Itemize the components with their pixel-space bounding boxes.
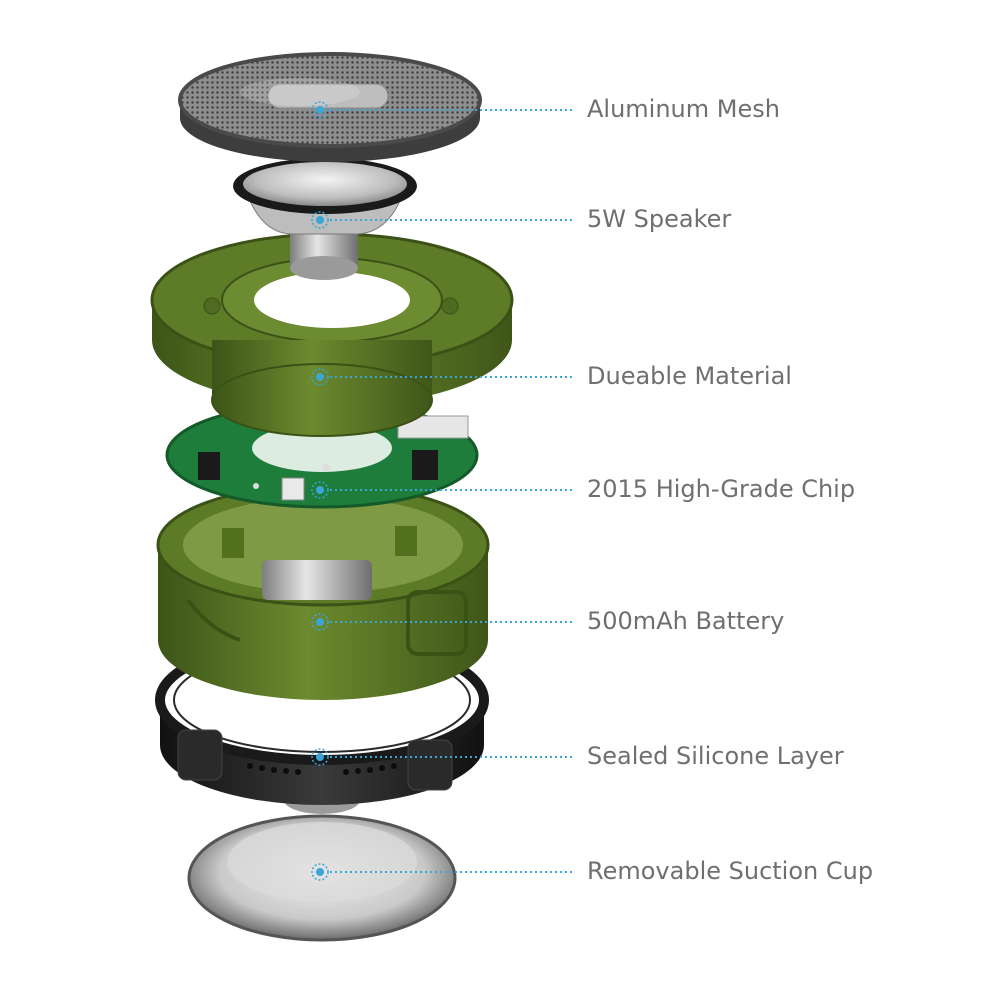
leader-dot <box>316 618 324 626</box>
leader-dot <box>316 868 324 876</box>
callout-label-chip: 2015 High-Grade Chip <box>587 475 856 503</box>
callout-label-suction-cup: Removable Suction Cup <box>587 857 874 885</box>
leader-suction-cup <box>311 863 575 881</box>
callout-label-durable-material: Dueable Material <box>587 362 792 390</box>
circle-dot-icon <box>311 613 329 631</box>
callout-label-silicone-layer: Sealed Silicone Layer <box>587 742 844 770</box>
circle-dot-icon <box>311 211 329 229</box>
leader-dot <box>316 486 324 494</box>
circle-dot-icon <box>311 748 329 766</box>
callout-leaders <box>311 101 575 881</box>
leader-dot <box>316 753 324 761</box>
leader-silicone-layer <box>311 748 575 766</box>
leader-dot <box>316 216 324 224</box>
aluminum-mesh-part <box>178 52 482 162</box>
battery-housing-part <box>156 483 490 700</box>
durable-material-part <box>150 232 514 437</box>
circle-dot-icon <box>311 368 329 386</box>
circle-dot-icon <box>311 863 329 881</box>
leader-speaker <box>311 211 575 229</box>
leader-chip <box>311 481 575 499</box>
leader-durable-material <box>311 368 575 386</box>
leader-dot <box>316 373 324 381</box>
circle-dot-icon <box>311 101 329 119</box>
callout-label-battery: 500mAh Battery <box>587 607 785 635</box>
chip-board-part <box>165 401 479 509</box>
leader-battery <box>311 613 575 631</box>
circle-dot-icon <box>311 481 329 499</box>
suction-cup-part <box>187 786 457 942</box>
callout-label-speaker: 5W Speaker <box>587 205 732 233</box>
leader-aluminum-mesh <box>311 101 575 119</box>
speaker-part <box>233 158 417 280</box>
leader-dot <box>316 106 324 114</box>
callout-label-aluminum-mesh: Aluminum Mesh <box>587 95 780 123</box>
